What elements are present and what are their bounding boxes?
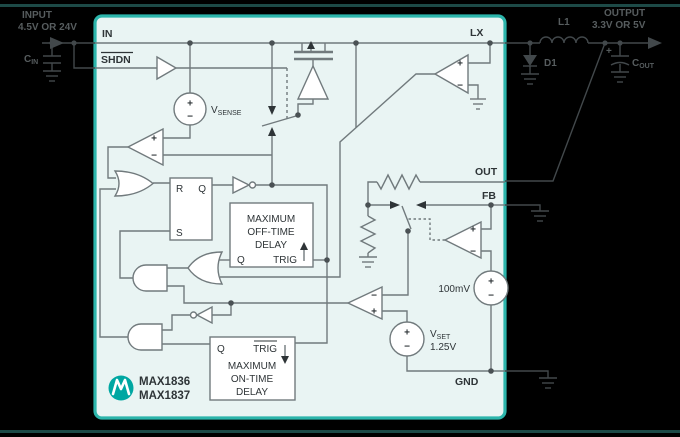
inverter-1 <box>232 175 257 195</box>
fb-pin-label: FB <box>482 190 496 202</box>
output-arrow-icon <box>648 37 662 49</box>
rs-flip-flop: R Q S <box>169 177 213 241</box>
svg-text:DELAY: DELAY <box>236 387 268 398</box>
and-gate-1 <box>132 264 168 292</box>
external-fb-ground <box>505 204 549 222</box>
d1-label: D1 <box>544 58 557 69</box>
shdn-buffer <box>156 55 178 81</box>
part-number-max1837: MAX1837 <box>139 390 190 402</box>
gate-driver-amp <box>296 64 330 100</box>
shdn-pin-label: SHDN <box>101 51 133 66</box>
current-limit-comparator: + − <box>126 127 164 167</box>
vsense-source: + − <box>173 92 207 126</box>
svg-text:−: − <box>488 291 494 302</box>
rising-edge-icon <box>300 242 308 250</box>
top-frame-line <box>0 4 680 7</box>
svg-text:+: + <box>470 225 476 236</box>
gnd-pin-label: GND <box>455 376 479 388</box>
output-voltage-label-2: 3.3V OR 5V <box>592 20 646 31</box>
falling-edge-icon <box>281 356 289 364</box>
maxim-m-icon <box>111 378 131 396</box>
svg-text:ON-TIME: ON-TIME <box>231 374 274 385</box>
l1-label: L1 <box>558 17 570 28</box>
zero-crossing-comparator: + − <box>433 53 469 95</box>
svg-text:+: + <box>151 134 157 145</box>
svg-text:+: + <box>457 59 463 70</box>
input-voltage-label-2: 4.5V OR 24V <box>18 22 77 33</box>
fb-mode-comparator: + − <box>443 220 482 260</box>
inverter-2 <box>189 305 213 325</box>
pmos-switch <box>294 41 333 61</box>
input-arrow-icon <box>50 37 64 49</box>
l1-inductor <box>539 36 589 44</box>
svg-text:Q: Q <box>198 184 206 195</box>
lx-pin-label: LX <box>470 27 483 39</box>
cout-label: COUT <box>632 58 655 70</box>
svg-text:−: − <box>470 247 476 258</box>
vsense-label: VSENSE <box>211 105 242 117</box>
svg-text:+: + <box>488 277 494 288</box>
and-gate-2 <box>127 323 163 351</box>
out-pin-label: OUT <box>475 166 498 178</box>
svg-text:Q: Q <box>237 255 245 266</box>
vset-label: VSET <box>430 329 451 341</box>
divider-resistor <box>359 215 377 254</box>
external-output-network: D1 L1 + COUT OUTPUT 3.3V OR 5V <box>505 8 662 182</box>
cout-plus-sign: + <box>606 46 612 57</box>
svg-text:TRIG: TRIG <box>253 344 277 355</box>
svg-text:S: S <box>176 228 183 239</box>
cout-capacitor <box>610 43 630 83</box>
error-comparator: − + <box>346 285 383 321</box>
svg-text:TRIG: TRIG <box>273 255 297 266</box>
svg-text:−: − <box>151 151 157 162</box>
bottom-frame-line <box>0 430 680 433</box>
input-voltage-label-1: INPUT <box>22 10 52 21</box>
svg-text:−: − <box>371 291 377 302</box>
or-gate-1 <box>113 170 155 197</box>
vset-source: + − <box>389 321 425 357</box>
svg-text:SHDN: SHDN <box>101 54 131 66</box>
maxim-logo <box>108 375 134 401</box>
junction-dots <box>187 40 494 374</box>
internal-wires <box>95 42 505 372</box>
svg-text:DELAY: DELAY <box>255 240 287 251</box>
svg-text:−: − <box>404 342 410 353</box>
svg-text:−: − <box>457 81 463 92</box>
external-input-network: INPUT 4.5V OR 24V CIN <box>18 10 95 82</box>
svg-text:OFF-TIME: OFF-TIME <box>247 227 295 238</box>
svg-text:+: + <box>404 328 410 339</box>
output-sense-wire <box>505 42 606 182</box>
cin-capacitor <box>43 43 61 82</box>
output-voltage-label-1: OUTPUT <box>604 8 645 19</box>
ref-100mv-source: + − <box>473 270 509 306</box>
svg-text:MAXIMUM: MAXIMUM <box>228 361 276 372</box>
svg-text:R: R <box>176 184 183 195</box>
svg-text:−: − <box>187 112 193 123</box>
svg-text:Q: Q <box>217 344 225 355</box>
in-pin-label: IN <box>102 28 113 40</box>
vset-value-label: 1.25V <box>430 342 456 353</box>
off-time-delay-block: MAXIMUM OFF-TIME DELAY Q TRIG <box>229 202 314 268</box>
external-gnd-ground <box>505 370 557 389</box>
svg-text:MAXIMUM: MAXIMUM <box>247 214 295 225</box>
on-time-delay-block: Q TRIG MAXIMUM ON-TIME DELAY <box>209 336 296 401</box>
out-resistor <box>376 173 421 191</box>
ref-100mv-label: 100mV <box>438 284 470 295</box>
or-gate-2 <box>187 251 224 285</box>
svg-text:+: + <box>187 99 193 110</box>
part-number-max1836: MAX1836 <box>139 376 190 388</box>
d1-diode <box>521 43 539 85</box>
shdn-tie-wire <box>73 43 95 69</box>
cin-label: CIN <box>24 54 38 66</box>
svg-text:+: + <box>371 307 377 318</box>
